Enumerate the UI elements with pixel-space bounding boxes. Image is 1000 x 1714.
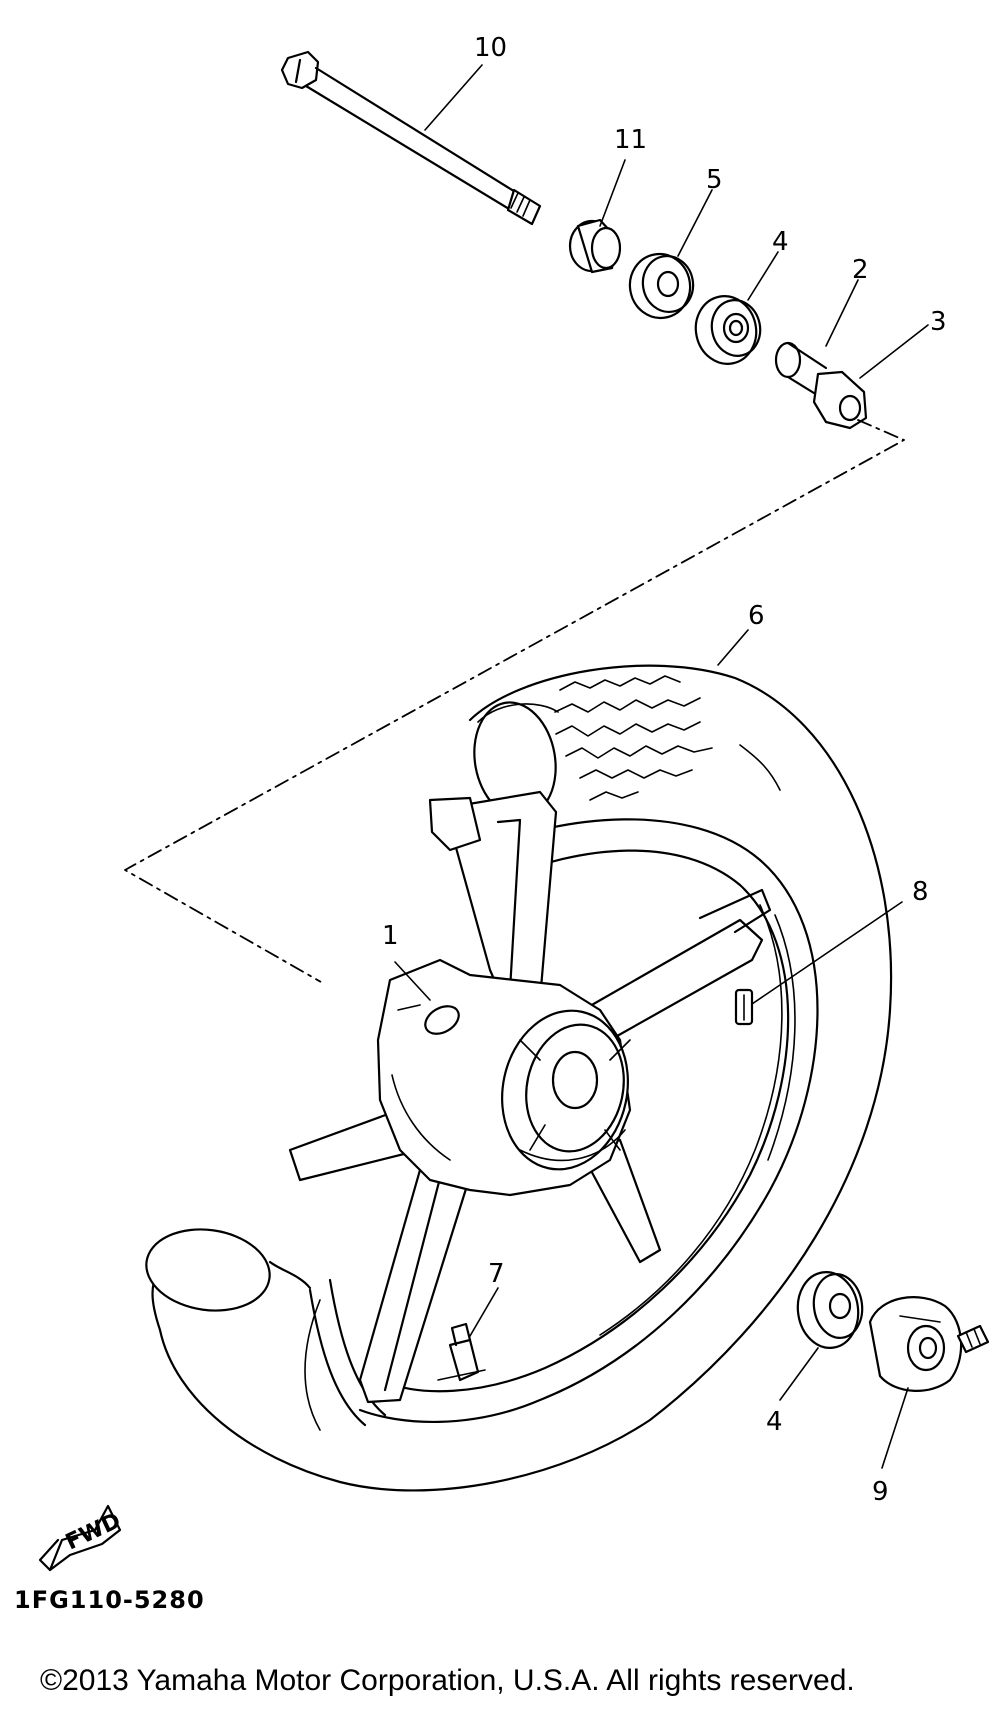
axle-centerline <box>124 419 905 1011</box>
diagram-code: 1FG110-5280 <box>14 1586 205 1614</box>
callout-11: 11 <box>614 125 647 155</box>
speedometer-gear-unit-part <box>868 1296 990 1392</box>
hub-part <box>376 958 632 1197</box>
callout-1: 1 <box>382 921 399 951</box>
wheel-spokes <box>288 790 772 1404</box>
rim-part <box>308 818 819 1427</box>
callout-2: 2 <box>852 255 869 285</box>
balance-weight-part <box>734 988 754 1026</box>
axle-part <box>280 50 542 226</box>
callout-7: 7 <box>488 1259 505 1289</box>
valve-part <box>437 1322 486 1382</box>
forward-direction-arrow-icon: FWD <box>38 1504 125 1572</box>
callout-numbers: 10 11 5 4 2 3 6 8 1 7 4 9 <box>382 33 947 1507</box>
bearing-upper-part <box>694 295 762 365</box>
spacer-part <box>774 341 868 430</box>
copyright-notice: ©2013 Yamaha Motor Corporation, U.S.A. A… <box>40 1664 855 1697</box>
callout-leaders <box>394 64 929 1469</box>
callout-4-upper: 4 <box>772 227 789 257</box>
callout-10: 10 <box>474 33 507 63</box>
callout-3: 3 <box>930 307 947 337</box>
collar-part <box>568 218 622 274</box>
callout-5: 5 <box>706 165 723 195</box>
callout-8: 8 <box>912 877 929 907</box>
callout-6: 6 <box>748 601 765 631</box>
callout-9: 9 <box>872 1477 889 1507</box>
fwd-label: FWD <box>62 1508 125 1555</box>
callout-4-lower: 4 <box>766 1407 783 1437</box>
bearing-lower-part <box>796 1271 864 1349</box>
oil-seal-part <box>628 252 695 320</box>
